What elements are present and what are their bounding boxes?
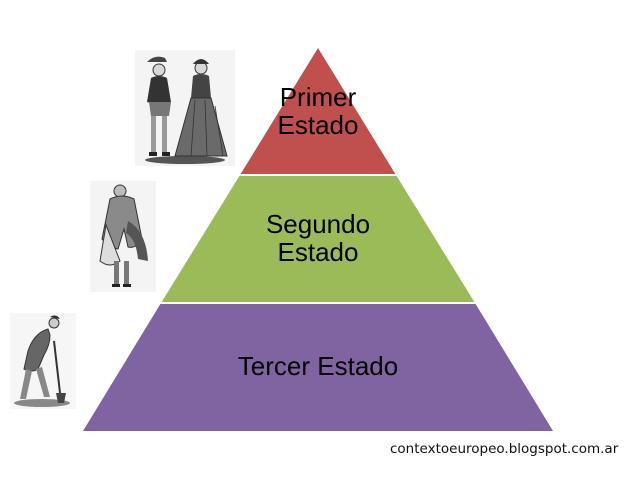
tier-label-segundo-estado: Segundo Estado (238, 210, 398, 266)
tier-label-line: Estado (277, 110, 359, 140)
source-credit: contextoeuropeo.blogspot.com.ar (390, 441, 619, 457)
tier-primer-estado (240, 48, 396, 175)
peasant-digging-illustration (10, 313, 76, 409)
tier-label-line: Primer (279, 82, 357, 112)
tier-label-line: Estado (277, 237, 359, 267)
tier-segundo-estado (161, 175, 475, 303)
tier-label-line: Tercer Estado (237, 351, 399, 381)
tier-label-tercer-estado: Tercer Estado (188, 352, 448, 380)
tier-tercer-estado (83, 303, 553, 431)
nobility-couple-illustration (135, 50, 235, 166)
tier-label-primer-estado: Primer Estado (238, 83, 398, 139)
clergy-figure-illustration (90, 181, 156, 292)
tier-label-line: Segundo (265, 209, 371, 239)
